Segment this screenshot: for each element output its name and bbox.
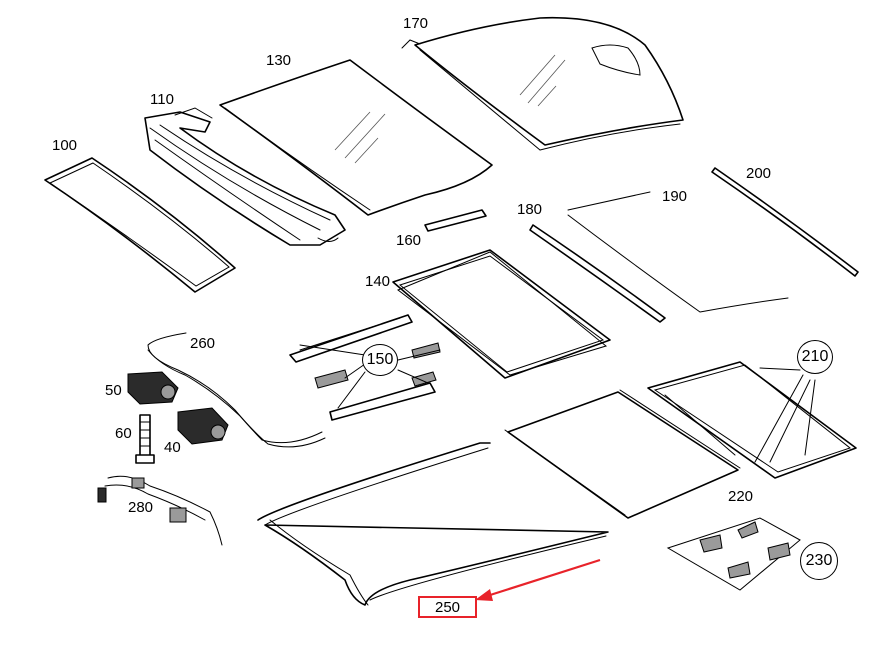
part-230-group	[666, 517, 801, 591]
part-140-seal	[392, 249, 611, 379]
part-180-strip	[529, 224, 666, 323]
label-50: 50	[105, 382, 122, 399]
label-60: 60	[115, 425, 132, 442]
label-160: 160	[396, 232, 422, 249]
label-180: 180	[517, 201, 543, 218]
leaders-210	[754, 367, 816, 463]
part-170-glass	[401, 16, 684, 151]
label-110: 110	[150, 91, 174, 108]
part-250-seal	[257, 442, 609, 606]
leaders-150	[299, 344, 441, 409]
part-sunshade	[504, 389, 741, 519]
part-100-panel	[44, 157, 236, 293]
part-150-guides	[289, 314, 441, 421]
part-220-frame	[647, 361, 857, 479]
part-40-motor	[177, 407, 229, 445]
label-150: 150	[362, 344, 398, 376]
part-60-bolt	[135, 414, 155, 464]
part-190-outline	[567, 191, 789, 313]
part-110-frame	[144, 107, 346, 246]
label-190: 190	[662, 188, 688, 205]
part-160-trim	[424, 209, 487, 232]
part-50-motor	[127, 371, 179, 405]
label-200: 200	[746, 165, 772, 182]
label-260: 260	[190, 335, 216, 352]
label-250: 250	[434, 599, 461, 616]
label-210: 210	[797, 340, 833, 374]
label-140: 140	[365, 273, 391, 290]
highlight-arrow	[475, 558, 601, 601]
label-220: 220	[728, 488, 754, 505]
part-280-harness	[97, 475, 223, 546]
label-230: 230	[800, 542, 838, 580]
label-40: 40	[164, 439, 181, 456]
part-130-glass	[219, 59, 493, 216]
part-200-strip	[711, 167, 859, 277]
label-130: 130	[266, 52, 292, 69]
part-260-cable	[147, 332, 323, 444]
highlight-box-250: 250	[418, 596, 477, 618]
label-280: 280	[128, 499, 154, 516]
label-100: 100	[52, 137, 78, 154]
label-170: 170	[403, 15, 429, 32]
